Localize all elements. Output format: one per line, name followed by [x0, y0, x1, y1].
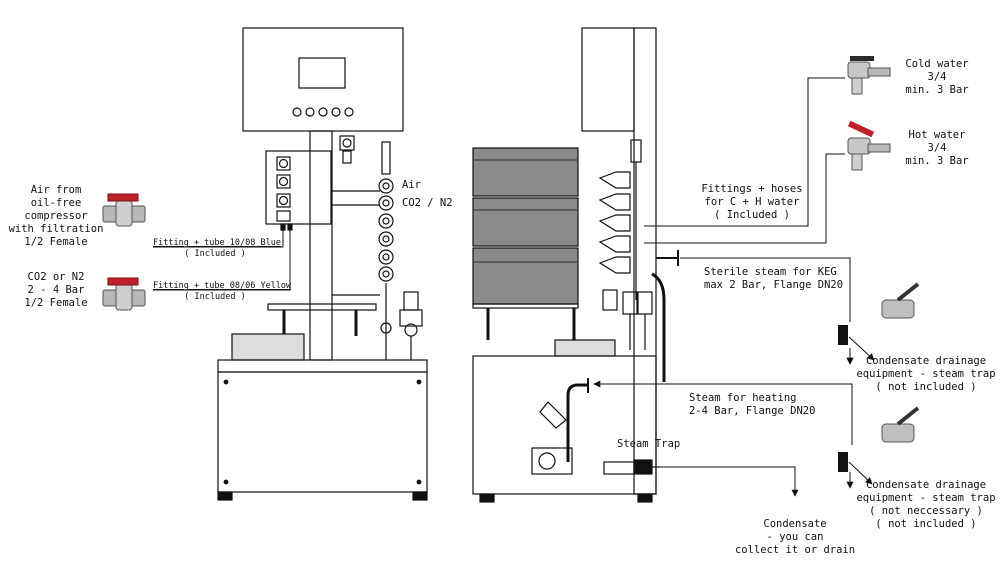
- svg-text:3/4: 3/4: [928, 142, 947, 154]
- svg-text:Fitting + tube 10/08 Blue: Fitting + tube 10/08 Blue: [153, 238, 281, 248]
- svg-text:Sterile steam for KEG: Sterile steam for KEG: [704, 266, 837, 278]
- fitting-yellow-label: Fitting + tube 08/06 Yellow ( Included ): [153, 281, 292, 302]
- steam-trap-1-icon: [838, 325, 848, 345]
- svg-text:Fitting + tube 08/06 Yellow: Fitting + tube 08/06 Yellow: [153, 281, 292, 291]
- co2-source-label: CO2 or N2 2 - 4 Bar 1/2 Female: [24, 271, 87, 309]
- pneumatic-box: [265, 150, 332, 225]
- control-buttons: [292, 107, 354, 117]
- svg-text:compressor: compressor: [24, 210, 87, 222]
- svg-text:( Included ): ( Included ): [184, 249, 245, 259]
- svg-text:Condensate drainage: Condensate drainage: [866, 355, 986, 367]
- fittings-hoses-label: Fittings + hoses for C + H water ( Inclu…: [701, 183, 802, 221]
- svg-text:( not included ): ( not included ): [875, 518, 976, 530]
- svg-text:3/4: 3/4: [928, 71, 947, 83]
- condensate-drain-2-label: Condensate drainage equipment - steam tr…: [856, 479, 995, 530]
- side-valve-manifold: [598, 139, 653, 350]
- svg-text:( Included ): ( Included ): [184, 292, 245, 302]
- cold-water-label: Cold water 3/4 min. 3 Bar: [905, 58, 968, 96]
- svg-text:min. 3 Bar: min. 3 Bar: [905, 84, 968, 96]
- svg-text:equipment - steam trap: equipment - steam trap: [856, 492, 995, 504]
- fitting-blue-label: Fitting + tube 10/08 Blue ( Included ): [153, 238, 281, 259]
- steam-trap-label: Steam Trap: [617, 438, 680, 450]
- hot-water-label: Hot water 3/4 min. 3 Bar: [905, 129, 968, 167]
- svg-text:collect it or drain: collect it or drain: [735, 544, 855, 556]
- steam-trap-2-icon: [838, 452, 848, 472]
- air-source-label: Air from oil-free compressor with filtra…: [9, 184, 104, 248]
- svg-text:oil-free: oil-free: [31, 197, 82, 209]
- air-ball-valve-icon: [102, 193, 146, 227]
- svg-text:Cold water: Cold water: [905, 58, 968, 70]
- hot-water-tap-icon: [847, 120, 891, 171]
- svg-text:equipment - steam trap: equipment - steam trap: [856, 368, 995, 380]
- keg-tanks: [472, 147, 579, 305]
- air-label: Air: [402, 179, 421, 191]
- svg-text:min. 3 Bar: min. 3 Bar: [905, 155, 968, 167]
- steam-heating-label: Steam for heating 2-4 Bar, Flange DN20: [689, 392, 815, 417]
- svg-text:CO2 or N2: CO2 or N2: [28, 271, 85, 283]
- svg-text:Steam for heating: Steam for heating: [689, 392, 796, 404]
- svg-text:for C + H water: for C + H water: [705, 196, 800, 208]
- steam-ball-valve-1-icon: [881, 282, 920, 319]
- svg-text:Fittings + hoses: Fittings + hoses: [701, 183, 802, 195]
- co2-ball-valve-icon: [102, 277, 146, 311]
- svg-text:Condensate: Condensate: [763, 518, 826, 530]
- side-view-machine: [472, 27, 679, 503]
- condensate-drain-1-label: Condensate drainage equipment - steam tr…: [856, 355, 995, 393]
- steam-ball-valve-2-icon: [881, 406, 920, 443]
- svg-text:Condensate drainage: Condensate drainage: [866, 479, 986, 491]
- co2-n2-label: CO2 / N2: [402, 197, 453, 209]
- svg-text:2 - 4 Bar: 2 - 4 Bar: [28, 284, 85, 296]
- svg-text:max 2 Bar, Flange DN20: max 2 Bar, Flange DN20: [704, 279, 843, 291]
- sterile-steam-label: Sterile steam for KEG max 2 Bar, Flange …: [704, 266, 843, 291]
- svg-text:( not neccessary ): ( not neccessary ): [869, 505, 983, 517]
- control-display: [298, 57, 346, 89]
- svg-text:( not included ): ( not included ): [875, 381, 976, 393]
- svg-text:2-4 Bar, Flange DN20: 2-4 Bar, Flange DN20: [689, 405, 815, 417]
- svg-text:1/2 Female: 1/2 Female: [24, 297, 87, 309]
- cold-water-tap-icon: [847, 56, 891, 95]
- center-column: [309, 130, 333, 361]
- svg-text:with filtration: with filtration: [9, 223, 104, 235]
- svg-text:( Included ): ( Included ): [714, 209, 790, 221]
- valve-manifold: [378, 141, 394, 360]
- svg-text:- you can: - you can: [767, 531, 824, 543]
- svg-text:Air from: Air from: [31, 184, 82, 196]
- svg-text:1/2 Female: 1/2 Female: [24, 236, 87, 248]
- condensate-collect-label: Condensate - you can collect it or drain: [735, 518, 855, 556]
- svg-text:Hot water: Hot water: [909, 129, 966, 141]
- front-view-machine: [217, 27, 428, 501]
